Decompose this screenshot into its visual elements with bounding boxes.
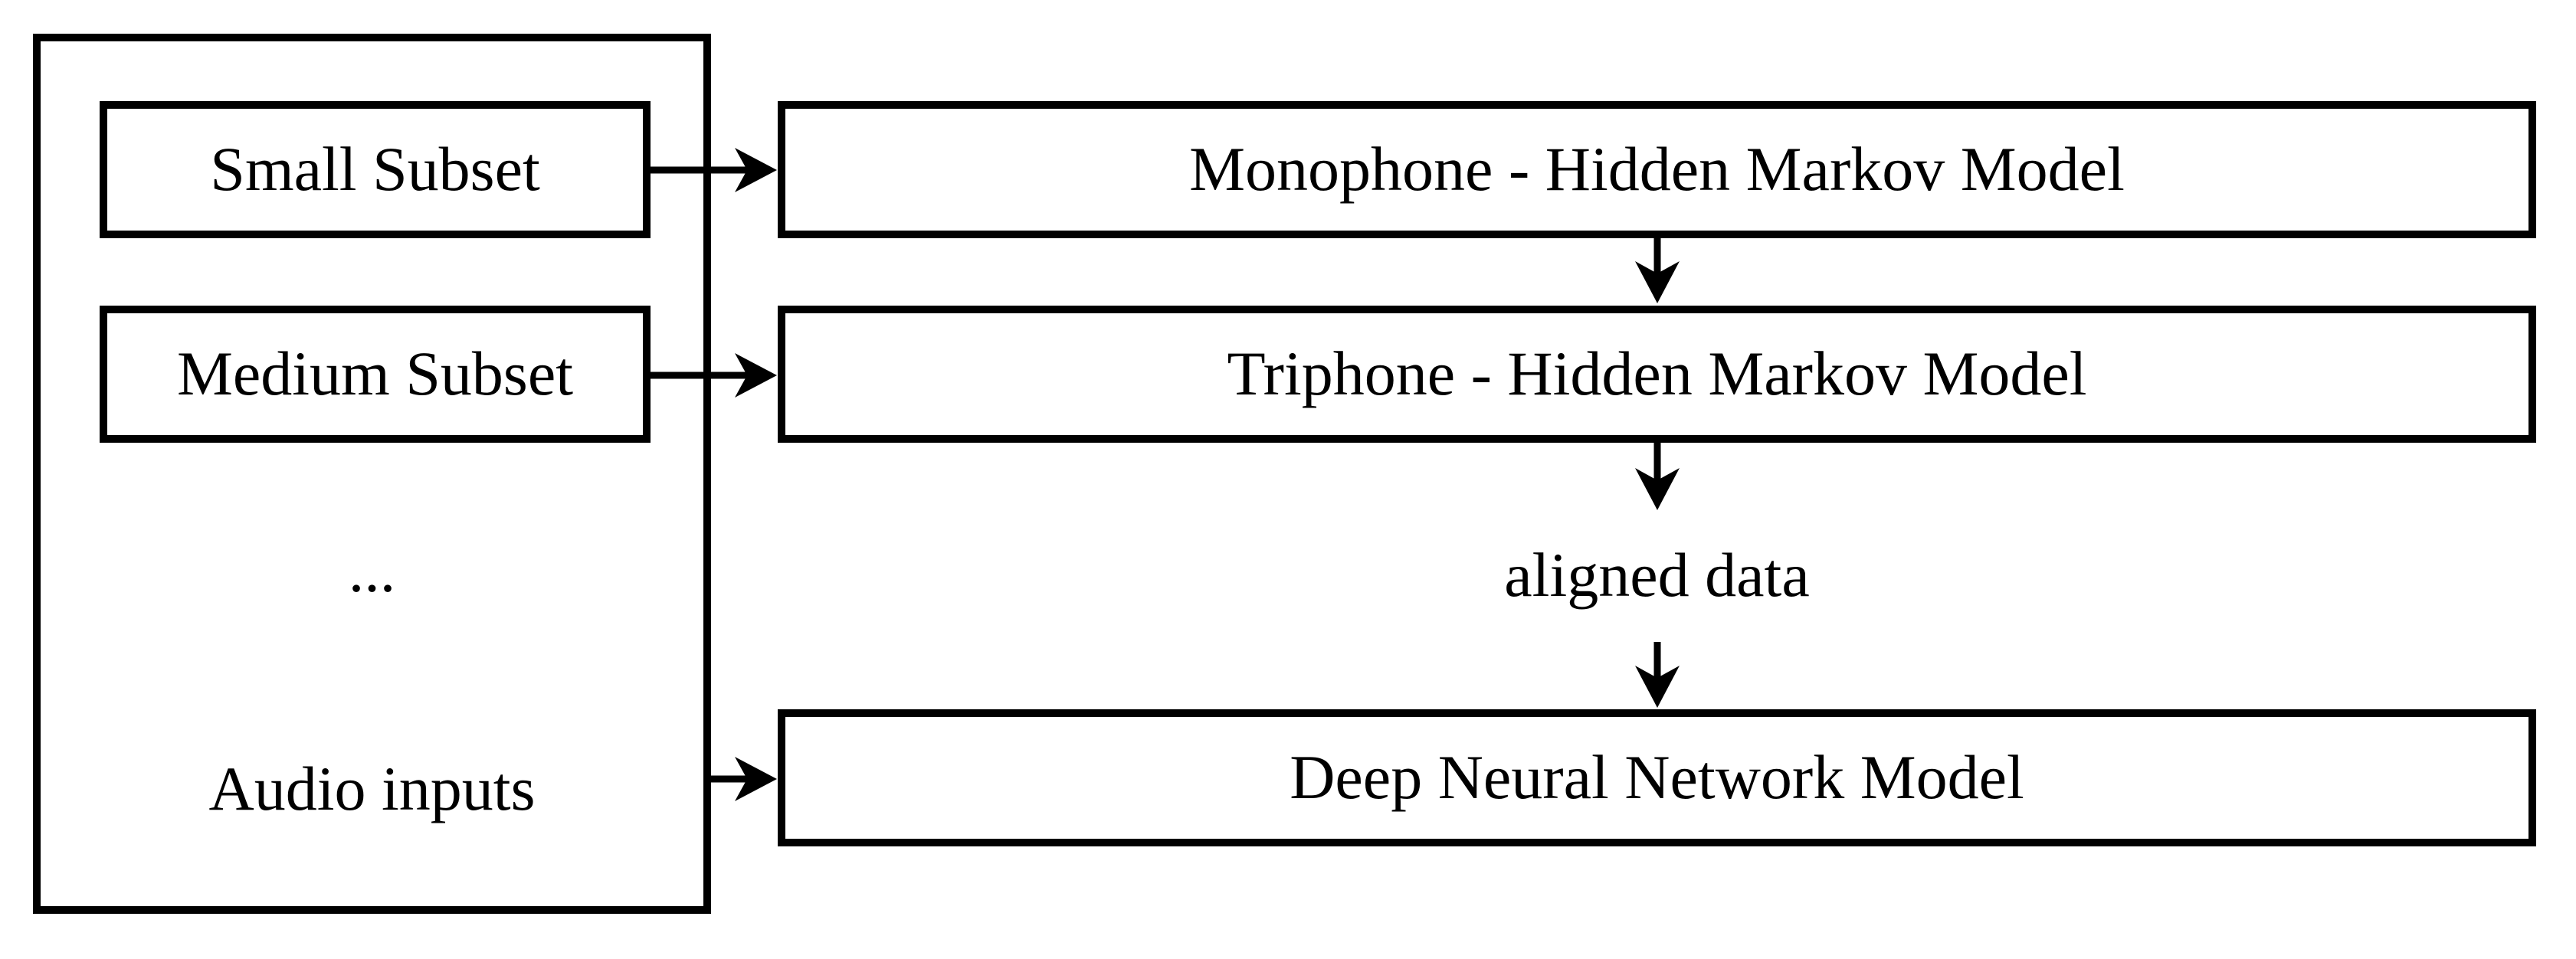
arrowhead — [1635, 666, 1680, 708]
medium-subset-box: Medium Subset — [100, 306, 651, 443]
triphone-hmm-label: Triphone - Hidden Markov Model — [1227, 339, 2087, 409]
arrowhead — [735, 148, 777, 192]
arrowhead — [1635, 468, 1680, 510]
arrow-aligned-data-to-dnn — [1635, 642, 1680, 708]
arrow-audio-inputs-to-dnn — [710, 757, 777, 801]
dnn-box: Deep Neural Network Model — [778, 709, 2536, 846]
monophone-hmm-label: Monophone - Hidden Markov Model — [1189, 134, 2125, 205]
monophone-hmm-box: Monophone - Hidden Markov Model — [778, 101, 2536, 238]
medium-subset-label: Medium Subset — [176, 339, 574, 409]
small-subset-box: Small Subset — [100, 101, 651, 238]
arrowhead — [1635, 261, 1680, 303]
dnn-label: Deep Neural Network Model — [1290, 742, 2024, 813]
audio-inputs-label-container: Audio inputs — [33, 751, 711, 827]
arrow-triphone-to-aligned-data — [1635, 443, 1680, 510]
arrowhead — [735, 353, 777, 398]
triphone-hmm-box: Triphone - Hidden Markov Model — [778, 306, 2536, 443]
ellipsis-label: ... — [348, 535, 396, 605]
audio-inputs-label: Audio inputs — [208, 753, 536, 823]
aligned-data-label: aligned data — [1504, 539, 1810, 610]
arrow-monophone-to-triphone — [1635, 238, 1680, 303]
ellipsis-label-container: ... — [33, 532, 711, 609]
aligned-data-label-container: aligned data — [778, 537, 2536, 614]
small-subset-label: Small Subset — [210, 134, 540, 205]
arrowhead — [735, 757, 777, 801]
